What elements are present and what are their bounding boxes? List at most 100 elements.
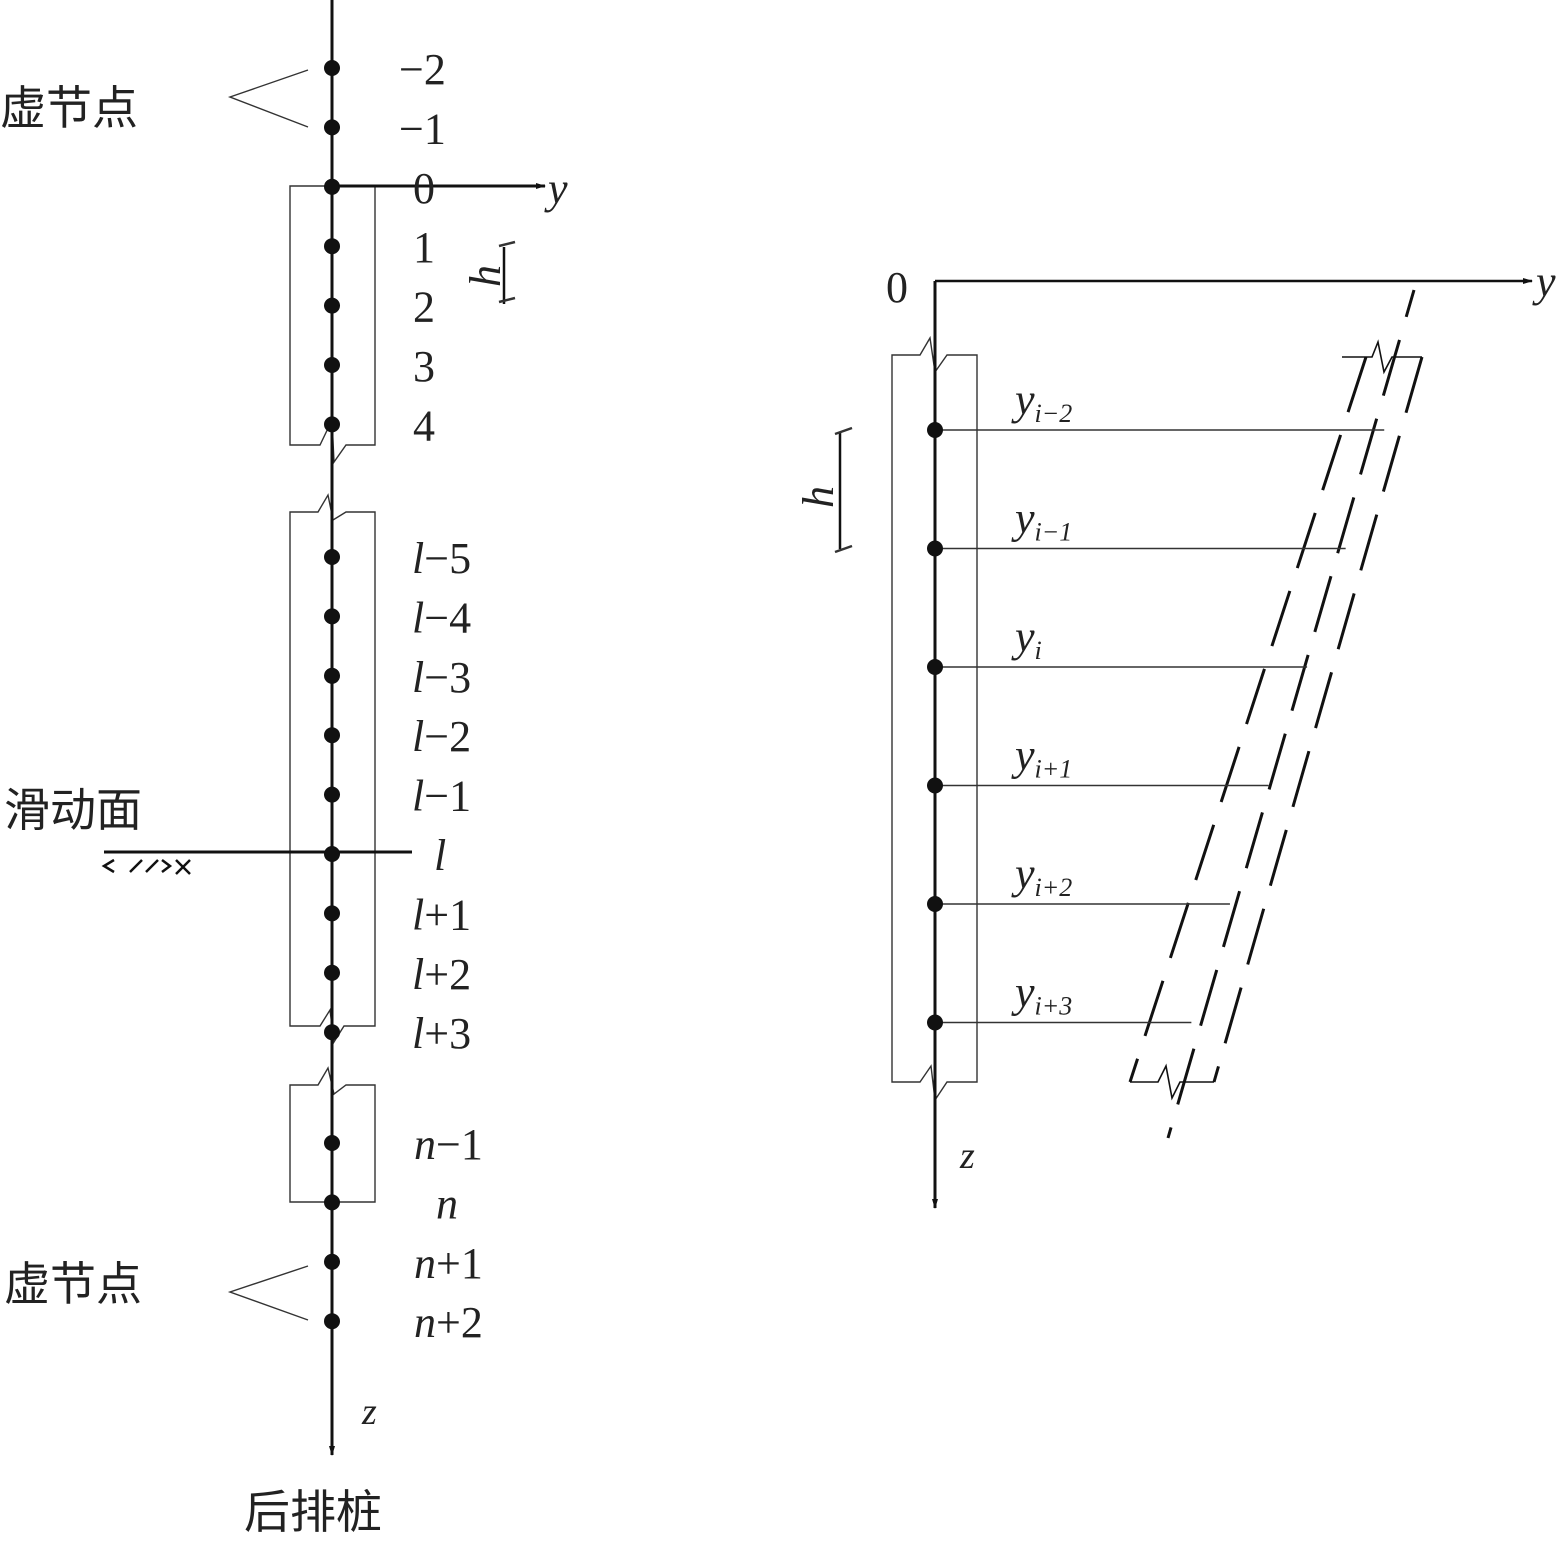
deflection-subscript: i+3 [1035, 992, 1073, 1021]
deflection-label: yi+2 [1011, 849, 1072, 902]
node-operator: + [424, 950, 449, 999]
left-node-label: n+2 [414, 1298, 483, 1347]
virtual-nodes-bottom-label: 虚节点 [4, 1257, 142, 1311]
left-node-dot [324, 608, 340, 625]
right-z-axis-label: z [959, 1135, 975, 1177]
right-node-dot [927, 896, 943, 912]
virtual-nodes-top-bracket [227, 69, 309, 128]
left-node-dot [324, 60, 340, 76]
pile-segment-3 [289, 1066, 376, 1203]
deflection-base: y [1011, 612, 1035, 661]
node-operator: + [436, 1239, 461, 1288]
left-node-label: l−2 [412, 712, 471, 761]
left-node-label: n [436, 1179, 458, 1228]
left-node-label: l−5 [412, 534, 471, 583]
left-node-label: l−3 [412, 653, 471, 702]
node-operator: − [424, 593, 449, 642]
left-node-label: n−1 [414, 1120, 483, 1169]
node-number: 2 [449, 712, 471, 761]
node-operator: − [436, 1120, 461, 1169]
deflection-base: y [1011, 731, 1035, 780]
left-node-dot [324, 905, 340, 922]
node-operator: − [424, 712, 449, 761]
right-node-dot [927, 1014, 943, 1031]
node-number: 1 [461, 1239, 483, 1288]
node-operator: + [424, 890, 449, 939]
left-node-label: 3 [413, 342, 435, 391]
node-number: 2 [424, 45, 446, 94]
right-h-label: h [794, 486, 843, 508]
deflection-base: y [1011, 968, 1035, 1017]
node-number: 2 [449, 950, 471, 999]
left-node-dot [324, 727, 340, 744]
slip-surface-hatch [101, 858, 191, 875]
left-node-label: l−4 [412, 593, 471, 642]
node-variable: l [412, 534, 424, 583]
node-operator: − [424, 534, 449, 583]
node-variable: n [436, 1179, 458, 1228]
left-node-dot [324, 178, 340, 195]
node-number: 1 [461, 1120, 483, 1169]
left-node-label: 2 [413, 283, 435, 332]
node-variable: l [434, 831, 446, 880]
node-number: 5 [449, 534, 471, 583]
deflection-base: y [1011, 849, 1035, 898]
left-node-label: −2 [399, 45, 446, 94]
deflection-base: y [1011, 375, 1035, 424]
node-variable: l [412, 890, 424, 939]
left-node-dot [324, 297, 340, 314]
left-node-dot [324, 1253, 340, 1270]
node-variable: l [412, 593, 424, 642]
node-operator: − [399, 104, 424, 153]
left-node-dot [324, 357, 340, 373]
node-number: 1 [413, 223, 435, 272]
node-variable: n [414, 1298, 436, 1347]
node-operator: − [399, 45, 424, 94]
node-number: 3 [449, 1009, 471, 1058]
left-node-label: −1 [399, 104, 446, 153]
node-number: 4 [449, 593, 471, 642]
node-operator: − [424, 772, 449, 821]
node-number: 3 [449, 653, 471, 702]
right-node-dot [927, 777, 943, 794]
left-node-label: l+3 [412, 1009, 471, 1058]
left-node-dot [324, 119, 340, 136]
deflection-subscript: i−2 [1035, 399, 1073, 428]
node-variable: l [412, 1009, 424, 1058]
node-number: 1 [449, 890, 471, 939]
left-node-label: 1 [413, 223, 435, 272]
node-number: 1 [424, 104, 446, 153]
node-variable: l [412, 712, 424, 761]
deflection-subscript: i−1 [1035, 518, 1073, 547]
pile-segment-1 [289, 185, 376, 465]
deflection-label: yi+1 [1011, 731, 1072, 784]
node-number: 4 [413, 401, 435, 450]
slip-surface-label: 滑动面 [4, 783, 142, 837]
deflection-subscript: i [1035, 636, 1042, 665]
left-diagram: y z h 虚节点 虚节点 滑动面 后排桩 −2−101234l−5l−4l−3… [0, 0, 568, 1539]
deflection-label: yi−1 [1011, 494, 1072, 547]
deflected-pile [1128, 289, 1424, 1139]
left-node-label: 0 [413, 164, 435, 213]
right-origin-label: 0 [886, 263, 908, 312]
left-node-dot [324, 1135, 340, 1151]
deflection-label: yi [1011, 612, 1042, 665]
left-node-dot [324, 667, 340, 684]
pile-segment-2 [289, 493, 376, 1045]
pile-label: 后排桩 [244, 1485, 382, 1539]
left-node-dot [324, 238, 340, 255]
virtual-nodes-bottom-bracket [227, 1265, 309, 1321]
right-node-dot [927, 422, 943, 438]
left-z-axis-label: z [361, 1391, 377, 1433]
node-variable: l [412, 772, 424, 821]
deflection-base: y [1011, 494, 1035, 543]
left-h-label: h [461, 265, 510, 287]
deflection-subscript: i+1 [1035, 755, 1073, 784]
left-node-dot [324, 964, 340, 981]
left-node-dot [324, 1313, 340, 1330]
node-variable: l [412, 653, 424, 702]
left-node-dot [324, 416, 340, 433]
right-y-axis-label: y [1532, 257, 1556, 306]
left-node-dot [324, 846, 340, 862]
node-variable: n [414, 1120, 436, 1169]
